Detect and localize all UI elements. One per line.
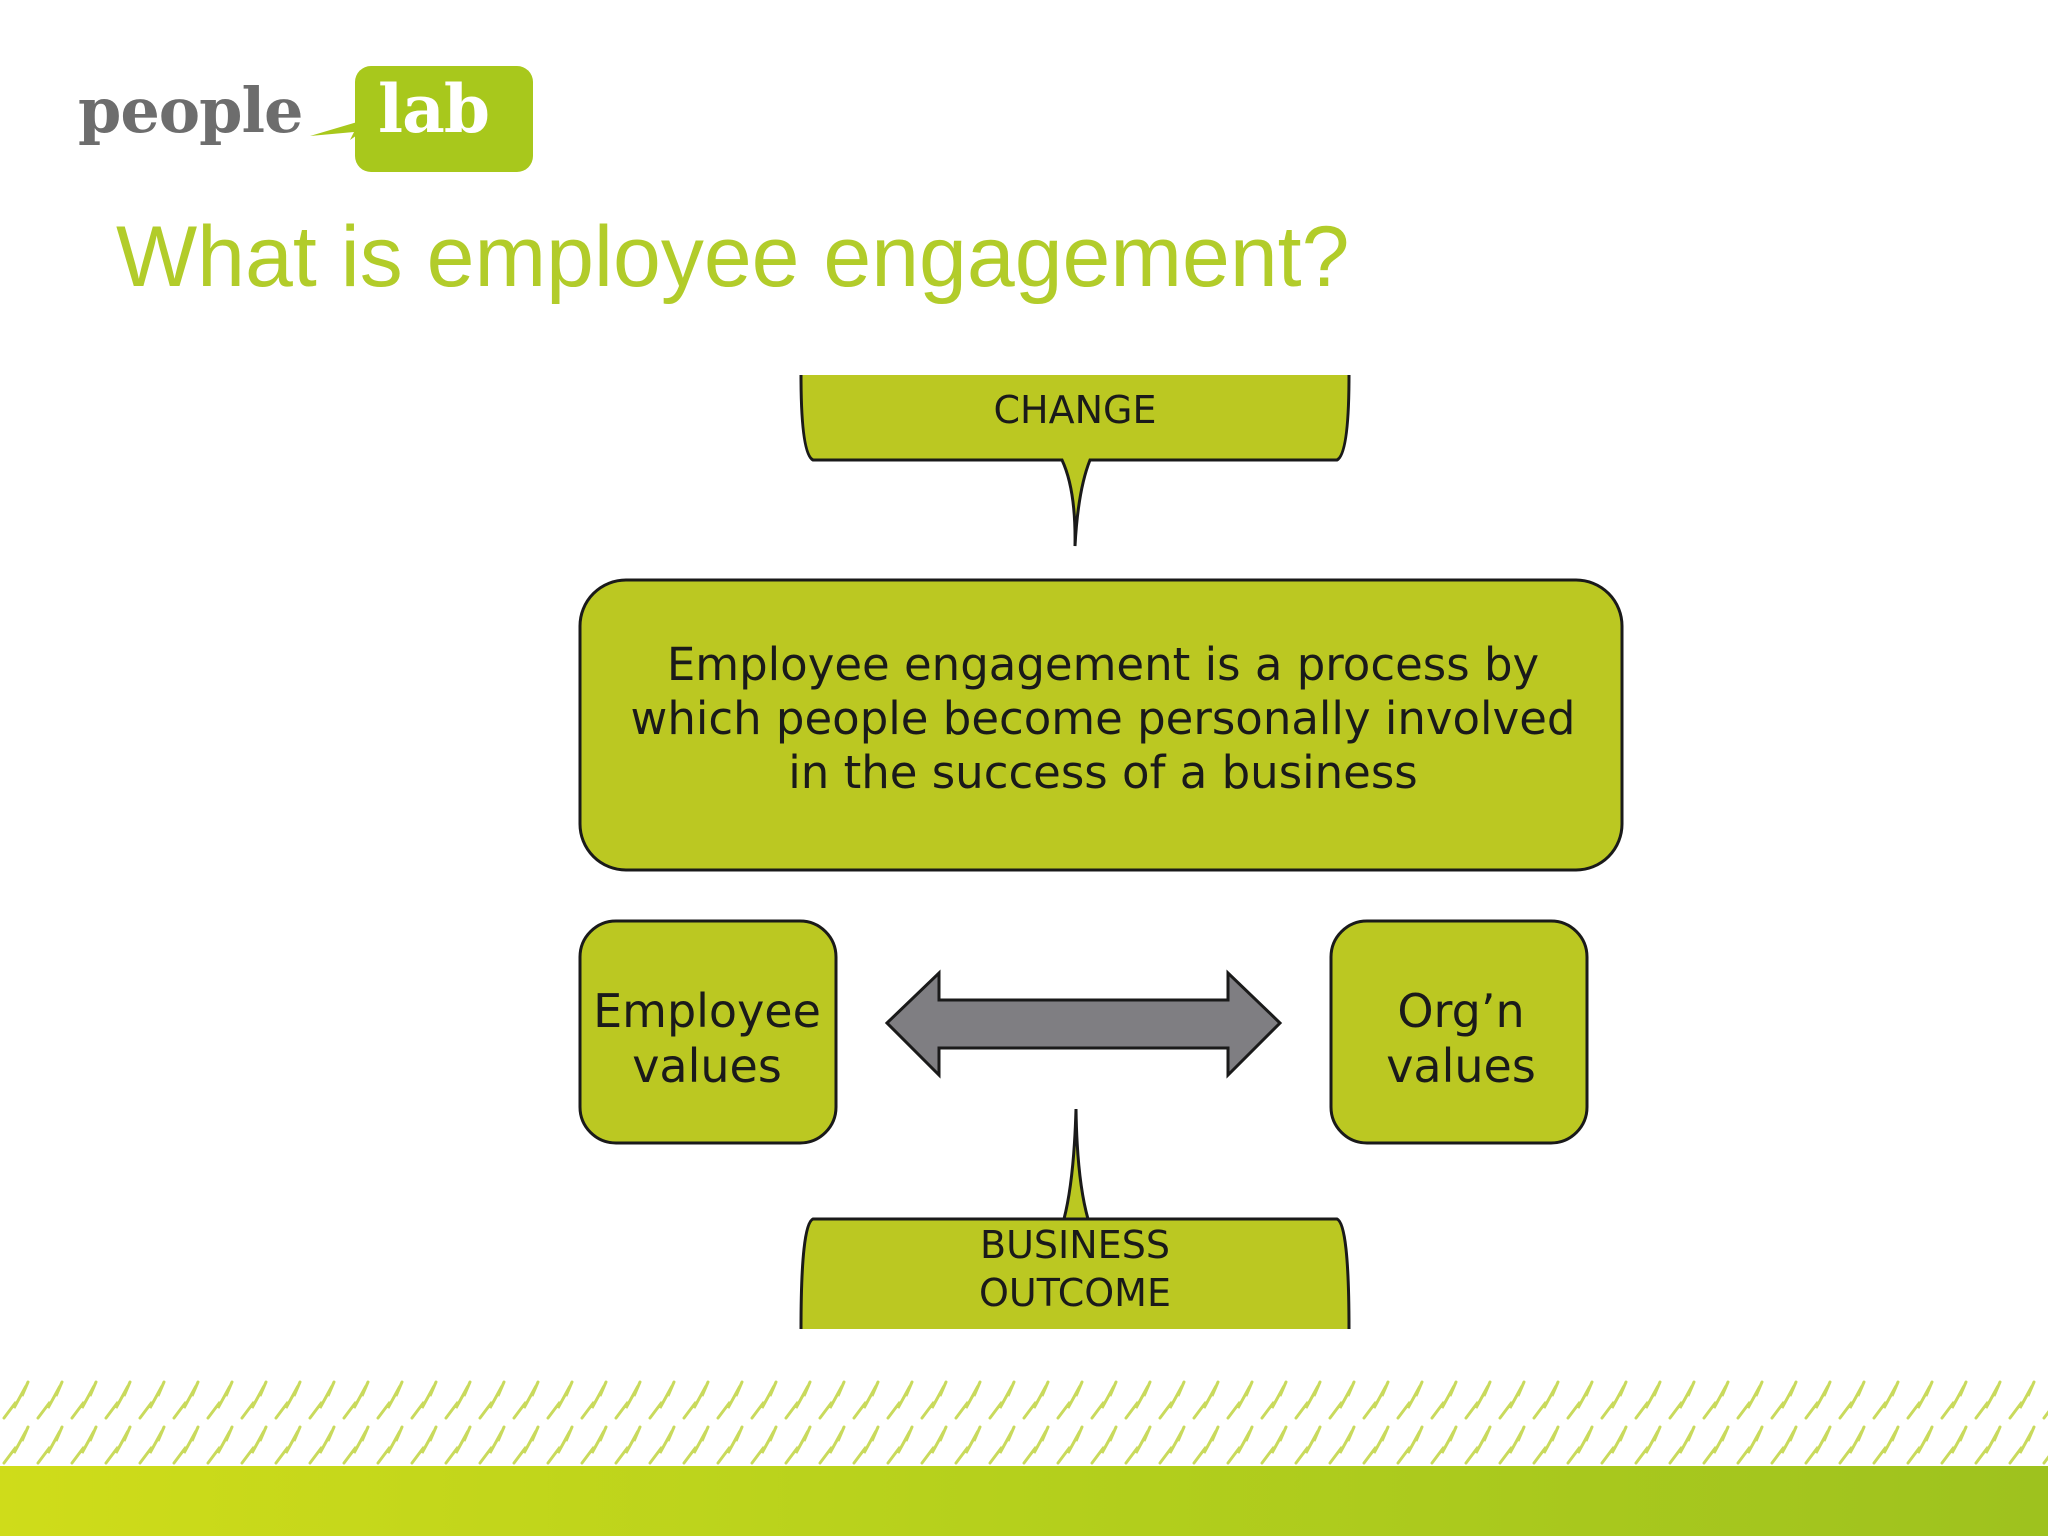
business-outcome-label: BUSINESS OUTCOME xyxy=(801,1222,1349,1317)
footer-bar xyxy=(0,1466,2048,1536)
definition-line: which people become personally involved xyxy=(630,692,1576,745)
page-title: What is employee engagement? xyxy=(116,209,1350,305)
business-outcome-line: OUTCOME xyxy=(979,1270,1171,1315)
logo-lab-badge xyxy=(355,66,533,172)
definition-text: Employee engagement is a process by whic… xyxy=(590,638,1616,800)
logo-lab-text: lab xyxy=(378,70,490,148)
logo-people-text: people xyxy=(78,74,304,147)
definition-line: Employee engagement is a process by xyxy=(666,638,1540,691)
org-values-label: Org’n values xyxy=(1334,984,1588,1094)
employee-values-line: Employee xyxy=(593,984,821,1038)
definition-line: in the success of a business xyxy=(788,746,1418,799)
business-outcome-line: BUSINESS xyxy=(980,1223,1170,1267)
org-values-line: Org’n xyxy=(1397,984,1525,1038)
definition-box-shape xyxy=(578,578,1624,872)
employee-values-label: Employee values xyxy=(582,984,832,1094)
org-values-line: values xyxy=(1386,1039,1536,1094)
employee-values-box-shape xyxy=(578,919,838,1145)
people-lab-logo: people lab xyxy=(78,62,538,172)
lightning-bolt-pattern xyxy=(0,1378,2048,1468)
change-label: CHANGE xyxy=(993,388,1157,432)
double-arrow-icon xyxy=(884,969,1283,1079)
employee-values-line: values xyxy=(632,1039,782,1094)
business-outcome-callout-shape xyxy=(799,1108,1351,1330)
change-callout-shape xyxy=(799,374,1351,547)
org-values-box-shape xyxy=(1329,919,1589,1145)
